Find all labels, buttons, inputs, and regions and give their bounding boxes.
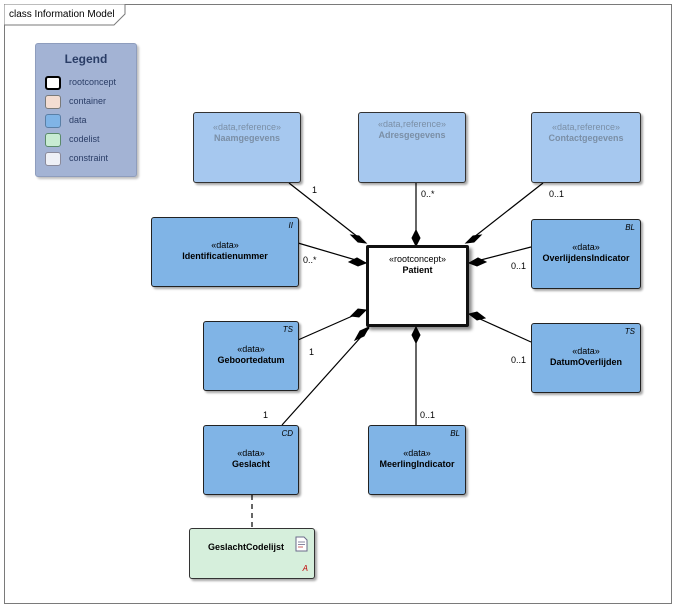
legend-swatch	[45, 95, 61, 109]
diamond-adresgegevens	[411, 228, 421, 248]
node-stereotype: «data»	[237, 344, 265, 354]
node-name: MeerlingIndicator	[379, 459, 455, 469]
node-identificatienummer[interactable]: II «data» Identificatienummer	[151, 217, 299, 287]
diamond-datumoverlijden	[467, 311, 487, 321]
multiplicity-geboortedatum: 1	[309, 347, 315, 357]
type-tag: BL	[625, 223, 635, 232]
legend-swatch	[45, 152, 61, 166]
type-tag: TS	[282, 325, 293, 334]
node-name: Contactgegevens	[548, 133, 624, 143]
diagram-frame	[4, 4, 672, 604]
node-stereotype: «data»	[237, 448, 265, 458]
multiplicity-overlijdensindicator: 0..1	[511, 261, 527, 271]
legend-swatch	[45, 133, 61, 147]
type-tag: II	[288, 221, 293, 230]
abstract-mark: A	[302, 564, 308, 573]
multiplicity-meerlingindicator: 0..1	[420, 410, 436, 420]
legend-title: Legend	[64, 52, 108, 66]
link-contactgegevens	[468, 182, 544, 242]
node-name: Identificatienummer	[182, 251, 268, 261]
node-stereotype: «data,reference»	[377, 119, 447, 129]
legend-swatch	[45, 114, 61, 128]
multiplicity-identificatienummer: 0..*	[303, 255, 317, 265]
node-name: OverlijdensIndicator	[542, 253, 630, 263]
legend-label: rootconcept	[69, 77, 117, 87]
node-name: Geboortedatum	[217, 355, 285, 365]
legend-label: codelist	[69, 134, 100, 144]
node-patient[interactable]: «rootconcept» Patient	[366, 245, 469, 327]
diamond-naamgegevens	[349, 234, 368, 244]
legend-panel: Legend rootconcept container data codeli…	[35, 43, 137, 177]
node-stereotype: «data,reference»	[551, 122, 621, 132]
document-icon	[295, 536, 308, 552]
node-geslacht[interactable]: CD «data» Geslacht	[203, 425, 299, 495]
node-stereotype: «data,reference»	[212, 122, 282, 132]
node-geslachtcodelijst[interactable]: GeslachtCodelijst A	[189, 528, 315, 579]
multiplicity-contactgegevens: 0..1	[549, 189, 565, 199]
node-stereotype: «data»	[572, 346, 600, 356]
node-datumoverlijden[interactable]: TS «data» DatumOverlijden	[531, 323, 641, 393]
node-name: DatumOverlijden	[549, 357, 623, 367]
diamond-geslacht	[353, 325, 371, 342]
node-contactgegevens[interactable]: «data,reference» Contactgegevens	[531, 112, 641, 183]
link-naamgegevens	[288, 182, 364, 242]
legend-label: container	[69, 96, 107, 106]
diamond-overlijdensindicator	[467, 257, 488, 267]
node-stereotype: «data»	[403, 448, 431, 458]
type-tag: BL	[450, 429, 460, 438]
node-name: Adresgegevens	[378, 130, 446, 140]
node-overlijdensindicator[interactable]: BL «data» OverlijdensIndicator	[531, 219, 641, 289]
diagram-title: class Information Model	[9, 9, 115, 20]
diamond-geboortedatum	[349, 308, 368, 318]
node-adresgegevens[interactable]: «data,reference» Adresgegevens	[358, 112, 466, 183]
legend-swatch	[45, 76, 61, 90]
type-tag: TS	[624, 327, 635, 336]
node-name: Naamgegevens	[213, 133, 281, 143]
node-naamgegevens[interactable]: «data,reference» Naamgegevens	[193, 112, 301, 183]
diamond-meerlingindicator	[411, 325, 421, 345]
node-name: Patient	[402, 265, 433, 275]
node-geboortedatum[interactable]: TS «data» Geboortedatum	[203, 321, 299, 391]
legend-label: data	[69, 115, 87, 125]
multiplicity-datumoverlijden: 0..1	[511, 355, 527, 365]
type-tag: CD	[281, 429, 293, 438]
link-geslacht	[281, 327, 370, 426]
node-meerlingindicator[interactable]: BL «data» MeerlingIndicator	[368, 425, 466, 495]
node-name: Geslacht	[231, 459, 271, 469]
node-name: GeslachtCodelijst	[208, 542, 285, 552]
legend-label: constraint	[69, 153, 109, 163]
node-stereotype: «rootconcept»	[388, 254, 447, 264]
diamond-contactgegevens	[464, 234, 483, 244]
multiplicity-adresgegevens: 0..*	[421, 189, 435, 199]
diamond-identificatienummer	[347, 257, 368, 267]
node-stereotype: «data»	[572, 242, 600, 252]
multiplicity-naamgegevens: 1	[312, 185, 318, 195]
frame-tab	[4, 4, 126, 26]
multiplicity-geslacht: 1	[263, 410, 269, 420]
node-stereotype: «data»	[211, 240, 239, 250]
